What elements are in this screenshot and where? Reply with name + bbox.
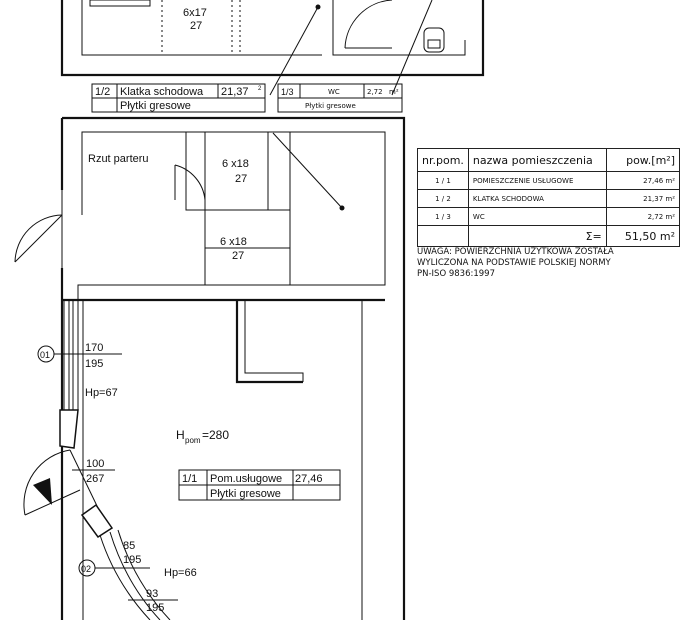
ground-stair-dim-2: 6 x18	[220, 236, 247, 248]
sum-value: 51,50 m²	[605, 225, 680, 247]
room-1-2-area: 21,37	[221, 86, 249, 98]
table-header-row: nr.pom. nazwa pomieszczenia pow.[m²]	[417, 148, 680, 172]
window-02-dim-top: 85	[123, 540, 135, 552]
label-box-1-1	[178, 469, 341, 501]
header-area: pow.[m²]	[605, 148, 680, 172]
area-schedule-table: nr.pom. nazwa pomieszczenia pow.[m²] 1 /…	[417, 148, 680, 247]
header-name: nazwa pomieszczenia	[467, 148, 607, 172]
window-01-marker: 01	[40, 350, 50, 360]
arched-door	[23, 449, 115, 539]
upper-stair-dim: 6x17	[183, 7, 207, 19]
window-01-hp: Hp=67	[85, 387, 118, 399]
area-note: UWAGA: POWIERZCHNIA UŻYTKOWA ZOSTAŁA WYL…	[417, 247, 614, 279]
ground-stair-count-1: 27	[235, 173, 247, 185]
extra-dim-top: 93	[146, 588, 158, 600]
row-name: WC	[467, 207, 607, 226]
row-nr: 1 / 2	[417, 189, 469, 208]
door-dim-bottom: 267	[86, 473, 104, 485]
window-02-hp: Hp=66	[164, 567, 197, 579]
ground-stair-count-2: 27	[232, 250, 244, 262]
upper-stair	[89, 0, 241, 55]
sum-symbol: Σ=	[467, 225, 607, 247]
row-name: KLATKA SCHODOWA	[467, 189, 607, 208]
table-sum-row: Σ= 51,50 m²	[417, 225, 680, 247]
row-area: 27,46 m²	[605, 171, 680, 190]
window-02-marker: 02	[81, 564, 91, 574]
sum-empty	[417, 225, 469, 247]
room-1-3-name: WC	[328, 88, 340, 96]
room-1-3-unit: m²	[389, 88, 399, 96]
room-1-2-finish: Płytki gresowe	[120, 100, 191, 112]
room-1-2-unit: 2	[258, 86, 262, 92]
door-dim-top: 100	[86, 458, 104, 470]
room-height-sub: pom	[185, 436, 201, 445]
room-height-symbol: H	[176, 428, 185, 442]
floor-label: Rzut parteru	[88, 153, 149, 165]
row-area: 21,37 m²	[605, 189, 680, 208]
ground-stair-dim-1: 6 x18	[222, 158, 249, 170]
upper-stair-count: 27	[190, 20, 202, 32]
table-row: 1 / 1 POMIESZCZENIE USŁUGOWE 27,46 m²	[417, 171, 680, 190]
room-height-value: =280	[202, 428, 229, 442]
label-box-1-3	[277, 83, 403, 113]
room-1-1-finish: Płytki gresowe	[210, 488, 281, 500]
header-nr: nr.pom.	[417, 148, 469, 172]
upper-walls	[60, 0, 485, 77]
row-area: 2,72 m²	[605, 207, 680, 226]
room-1-1-name: Pom.usługowe	[210, 473, 282, 485]
table-row: 1 / 2 KLATKA SCHODOWA 21,37 m²	[417, 189, 680, 208]
room-1-1-nr: 1/1	[182, 473, 197, 485]
window-02-dim-bottom: 195	[123, 554, 141, 566]
window-01-dim-top: 170	[85, 342, 103, 354]
room-1-1-area: 27,46	[295, 473, 323, 485]
window-01	[37, 299, 122, 449]
row-name: POMIESZCZENIE USŁUGOWE	[467, 171, 607, 190]
ground-stair	[174, 131, 291, 286]
extra-dim-bottom: 195	[146, 602, 164, 614]
room-1-2-name: Klatka schodowa	[120, 86, 204, 98]
label-box-1-2	[91, 83, 266, 113]
main-walls	[60, 116, 406, 620]
entrance-door	[14, 190, 63, 268]
room-1-3-finish: Płytki gresowe	[305, 102, 356, 110]
room-1-3-nr: 1/3	[281, 87, 294, 97]
table-row: 1 / 3 WC 2,72 m²	[417, 207, 680, 226]
row-nr: 1 / 3	[417, 207, 469, 226]
room-1-3-area: 2,72	[367, 88, 383, 96]
window-02	[78, 529, 178, 620]
room-1-2-nr: 1/2	[95, 86, 110, 98]
wc-fixtures	[344, 0, 445, 53]
row-nr: 1 / 1	[417, 171, 469, 190]
window-01-dim-bottom: 195	[85, 358, 103, 370]
